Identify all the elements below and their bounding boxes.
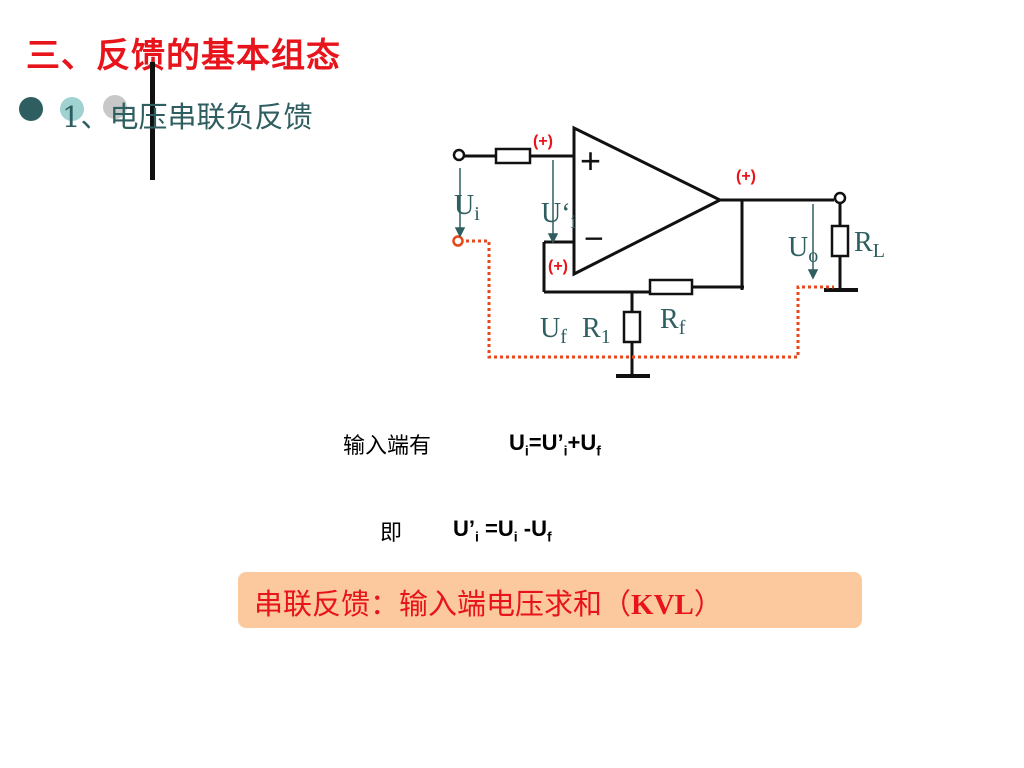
label-uo: Uo — [788, 232, 818, 267]
op-amp-triangle — [572, 125, 724, 277]
input-resistor — [494, 147, 532, 165]
label-r1: R1 — [582, 313, 611, 348]
label-uf: Uf — [540, 313, 567, 348]
minus-input-polarity: (+) — [548, 258, 568, 275]
slide-subtitle: 1、电压串联负反馈 — [62, 100, 313, 134]
equation1: Ui=U’i+Uf — [509, 430, 601, 459]
label-ui: Ui — [454, 190, 480, 225]
output-polarity: (+) — [736, 168, 756, 185]
input-terminal-bottom — [452, 235, 464, 247]
output-wire — [720, 198, 858, 292]
equation2: U’i =Ui -Uf — [453, 516, 552, 545]
bullet-grey-dot — [103, 95, 127, 119]
voltage-arrows — [454, 160, 819, 280]
feedback-network — [542, 240, 744, 378]
label-rl: RL — [854, 227, 885, 262]
op-amp-plus-sign: + — [580, 140, 601, 181]
equation1-label: 输入端有 — [343, 434, 432, 459]
feedback-resistor-rf — [648, 278, 694, 296]
load-resistor — [830, 224, 850, 258]
output-terminal — [833, 191, 847, 205]
feedback-loop-dotted — [460, 239, 834, 359]
input-terminal-top — [452, 148, 466, 162]
slide-title: 三、反馈的基本组态 — [26, 36, 341, 76]
op-amp-minus-sign: − — [584, 220, 604, 258]
callout-box — [238, 572, 862, 628]
equation2-label: 即 — [380, 521, 403, 546]
bullet-dark-dot — [19, 97, 43, 121]
vertical-divider — [150, 62, 155, 180]
plus-input-polarity: (+) — [533, 133, 553, 150]
resistor-r1 — [622, 310, 642, 344]
label-rf: Rf — [660, 304, 686, 339]
label-ui-prime: U‘i — [541, 198, 577, 233]
bullet-light-dot — [60, 97, 84, 121]
callout-text: 串联反馈：输入端电压求和（KVL） — [254, 587, 723, 621]
